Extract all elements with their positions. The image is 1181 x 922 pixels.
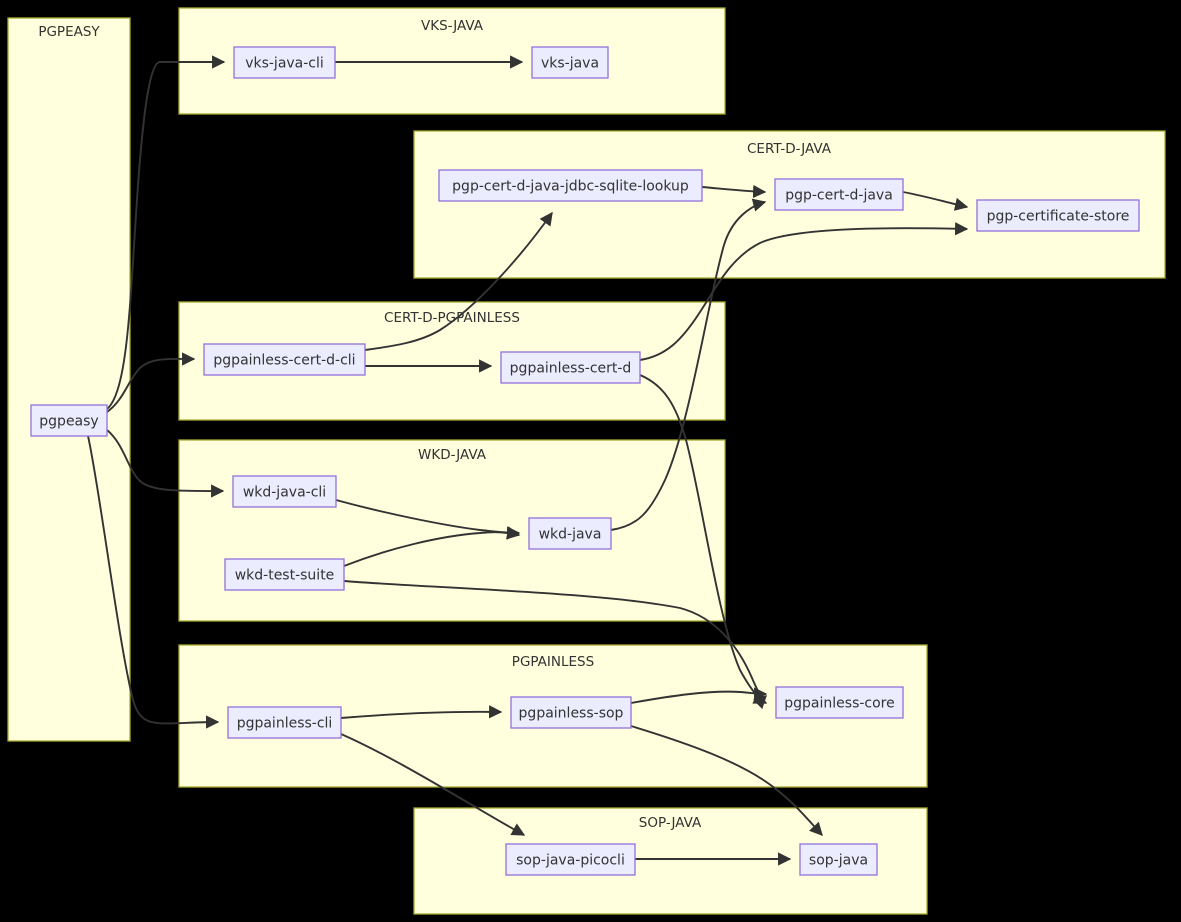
node-box[interactable] xyxy=(510,696,632,729)
node-label: wkd-java xyxy=(539,527,602,543)
node-box[interactable] xyxy=(227,706,342,739)
node-box[interactable] xyxy=(774,178,904,211)
cluster-label: PGPAINLESS xyxy=(512,654,594,670)
node-sop-java-picocli[interactable]: sop-java-picocli xyxy=(505,843,636,876)
cluster-label: VKS-JAVA xyxy=(421,18,484,34)
edge-pgpainless-cert-d-to-pgp-certificate-store xyxy=(639,222,969,361)
node-label: pgp-cert-d-java-jdbc-sqlite-lookup xyxy=(452,179,689,195)
edge-wkd-test-suite-to-wkd-java xyxy=(343,526,521,567)
edge-pgpainless-cert-d-to-pgpainless-core xyxy=(639,374,768,704)
node-label: pgp-certificate-store xyxy=(987,209,1130,225)
edge-pgpainless-cli-to-sop-java-picocli xyxy=(340,733,526,836)
node-label: pgpainless-cli xyxy=(237,716,333,732)
node-box[interactable] xyxy=(976,199,1140,232)
node-pgpainless-cert-d[interactable]: pgpainless-cert-d xyxy=(500,351,641,384)
node-box[interactable] xyxy=(528,517,612,550)
edge-pgpeasy-to-vks-java-cli xyxy=(106,55,226,410)
edges-layer xyxy=(87,55,969,866)
node-label: sop-java-picocli xyxy=(516,853,625,869)
cluster-label: WKD-JAVA xyxy=(418,447,487,463)
node-pgpeasy[interactable]: pgpeasy xyxy=(30,404,108,437)
edge-pgpainless-cert-d-cli-to-pgp-cert-d-java-jdbc-sqlite-lookup xyxy=(364,211,553,351)
node-vks-java[interactable]: vks-java xyxy=(531,46,609,79)
node-label: sop-java xyxy=(809,853,868,869)
node-box[interactable] xyxy=(30,404,108,437)
nodes-layer: pgpeasy vks-java-cli vks-java pgp-cert-d-ja… xyxy=(30,46,1140,876)
cluster-box xyxy=(178,439,726,622)
node-box[interactable] xyxy=(500,351,641,384)
edge-pgpainless-cli-to-pgpainless-sop xyxy=(340,705,503,719)
node-pgpainless-cli[interactable]: pgpainless-cli xyxy=(227,706,342,739)
clusters-layer: PGPEASY VKS-JAVA CERT-D-JAVA CERT-D-PGPAINL… xyxy=(7,7,1166,915)
edge-wkd-test-suite-to-pgpainless-core xyxy=(343,580,767,710)
node-box[interactable] xyxy=(232,475,337,508)
node-pgpainless-cert-d-cli[interactable]: pgpainless-cert-d-cli xyxy=(203,343,366,376)
node-box[interactable] xyxy=(203,343,366,376)
edge-pgpeasy-to-pgpainless-cli xyxy=(87,435,220,729)
node-label: vks-java xyxy=(541,56,599,72)
node-label: vks-java-cli xyxy=(245,56,324,72)
node-box[interactable] xyxy=(799,843,878,876)
edge-pgp-cert-d-java-to-pgp-certificate-store xyxy=(902,191,969,211)
node-box[interactable] xyxy=(224,558,345,591)
node-pgp-certificate-store[interactable]: pgp-certificate-store xyxy=(976,199,1140,232)
node-wkd-test-suite[interactable]: wkd-test-suite xyxy=(224,558,345,591)
cluster-label: CERT-D-JAVA xyxy=(747,141,832,157)
node-box[interactable] xyxy=(233,46,336,79)
cluster-label: CERT-D-PGPAINLESS xyxy=(384,310,520,326)
node-pgpainless-sop[interactable]: pgpainless-sop xyxy=(510,696,632,729)
edge-pgp-cert-d-java-jdbc-sqlite-lookup-to-pgp-cert-d-java xyxy=(701,184,767,199)
node-label: wkd-java-cli xyxy=(243,485,326,501)
node-label: pgpainless-sop xyxy=(519,706,624,722)
edge-pgpainless-sop-to-sop-java xyxy=(630,725,823,836)
node-label: pgpainless-cert-d xyxy=(510,361,632,377)
node-label: pgpeasy xyxy=(39,414,98,430)
node-wkd-java-cli[interactable]: wkd-java-cli xyxy=(232,475,337,508)
node-pgpainless-core[interactable]: pgpainless-core xyxy=(775,686,904,719)
node-box[interactable] xyxy=(505,843,636,876)
node-sop-java[interactable]: sop-java xyxy=(799,843,878,876)
cluster-pgpeasy: PGPEASY xyxy=(7,17,131,742)
node-box[interactable] xyxy=(531,46,609,79)
node-label: pgp-cert-d-java xyxy=(785,188,893,204)
node-vks-java-cli[interactable]: vks-java-cli xyxy=(233,46,336,79)
node-box[interactable] xyxy=(775,686,904,719)
node-label: pgpainless-cert-d-cli xyxy=(213,353,355,369)
edge-pgpainless-sop-to-pgpainless-core xyxy=(630,687,768,704)
node-pgp-cert-d-java-jdbc-sqlite-lookup[interactable]: pgp-cert-d-java-jdbc-sqlite-lookup xyxy=(438,169,703,202)
cluster-wkd_java: WKD-JAVA xyxy=(178,439,726,622)
edge-wkd-java-to-pgp-cert-d-java xyxy=(610,198,767,531)
edge-pgpeasy-to-pgpainless-cert-d-cli xyxy=(106,352,196,413)
node-box[interactable] xyxy=(438,169,703,202)
node-wkd-java[interactable]: wkd-java xyxy=(528,517,612,550)
node-label: wkd-test-suite xyxy=(235,568,335,584)
edge-pgpeasy-to-wkd-java-cli xyxy=(106,429,225,498)
cluster-label: SOP-JAVA xyxy=(639,815,702,831)
node-pgp-cert-d-java[interactable]: pgp-cert-d-java xyxy=(774,178,904,211)
cluster-box xyxy=(7,17,131,742)
cluster-label: PGPEASY xyxy=(38,24,100,40)
node-label: pgpainless-core xyxy=(784,696,894,712)
